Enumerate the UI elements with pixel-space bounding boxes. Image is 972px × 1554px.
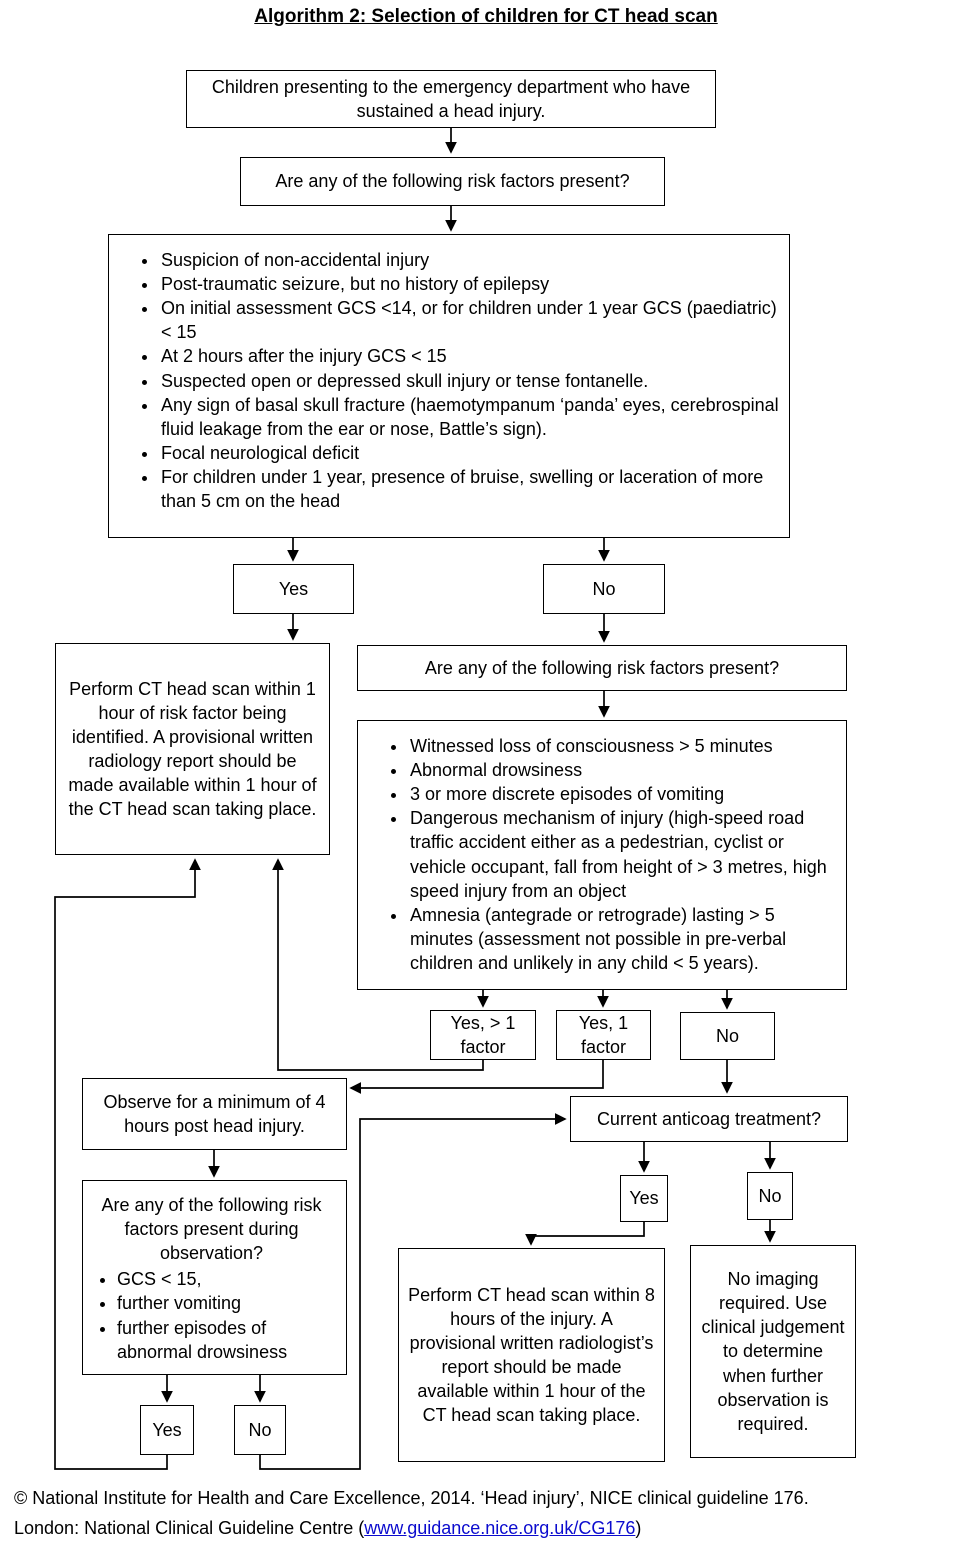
decision-no-observation-label: No [248, 1419, 272, 1440]
risk-factor-item: Suspected open or depressed skull injury… [159, 369, 781, 393]
risk-factor-item: Post-traumatic seizure, but no history o… [159, 272, 781, 296]
risk-factor-item: Any sign of basal skull fracture (haemot… [159, 393, 781, 441]
decision-yes-observation-label: Yes [152, 1419, 182, 1440]
decision-yes-1-factor-label: Yes, 1 factor [578, 1012, 629, 1057]
risk-factors-2-list: Witnessed loss of consciousness > 5 minu… [358, 734, 838, 975]
observation-factor-item: further vomiting [117, 1291, 340, 1315]
anticoag-question-text: Current anticoag treatment? [596, 1108, 822, 1129]
copyright-line-2: London: National Clinical Guideline Cent… [14, 1514, 960, 1544]
risk-factors-1-list: Suspicion of non-accidental injury Post-… [109, 248, 781, 513]
risk-factor-item: Suspicion of non-accidental injury [159, 248, 781, 272]
ct-within-1-hour-text: Perform CT head scan within 1 hour of ri… [68, 678, 317, 820]
node-risk-question-1-text: Are any of the following risk factors pr… [275, 171, 630, 192]
decision-yes-gt1-factor-label: Yes, > 1 factor [450, 1012, 516, 1057]
node-decision-yes-1: Yes [233, 564, 354, 614]
node-risk-question-2-text: Are any of the following risk factors pr… [424, 657, 780, 678]
observation-question-text: Are any of the following risk factors pr… [101, 1195, 322, 1264]
risk-factor-item: For children under 1 year, presence of b… [159, 465, 781, 513]
copyright-line-1: © National Institute for Health and Care… [14, 1488, 809, 1508]
node-anticoag-question: Current anticoag treatment? [570, 1096, 848, 1142]
node-decision-no-anticoag: No [747, 1172, 793, 1220]
node-decision-yes-1-factor: Yes, 1 factor [556, 1010, 651, 1060]
copyright-line-2-prefix: London: National Clinical Guideline Cent… [14, 1517, 365, 1538]
node-no-imaging: No imaging required. Use clinical judgem… [690, 1245, 856, 1458]
risk-factor-item: Abnormal drowsiness [408, 758, 838, 782]
decision-no-1-label: No [592, 578, 616, 599]
copyright-line-2-suffix: ) [635, 1517, 642, 1538]
decision-yes-anticoag-label: Yes [629, 1188, 659, 1209]
node-risk-question-1: Are any of the following risk factors pr… [240, 157, 665, 206]
node-risk-factors-1: Suspicion of non-accidental injury Post-… [108, 234, 790, 538]
risk-factor-item: Witnessed loss of consciousness > 5 minu… [408, 734, 838, 758]
risk-factor-item: Dangerous mechanism of injury (high-spee… [408, 806, 838, 902]
copyright-footer: © National Institute for Health and Care… [14, 1484, 960, 1543]
decision-yes-1-label: Yes [278, 578, 309, 599]
connector-anticoag-yes-to-ct8hr [525, 1222, 645, 1246]
risk-factor-item: 3 or more discrete episodes of vomiting [408, 782, 838, 806]
ct-within-8-hours-text: Perform CT head scan within 8 hours of t… [408, 1284, 655, 1426]
node-observation-question: Are any of the following risk factors pr… [82, 1180, 347, 1375]
page-title: Algorithm 2: Selection of children for C… [254, 6, 718, 27]
risk-factor-item: At 2 hours after the injury GCS < 15 [159, 344, 781, 368]
decision-no-2-label: No [715, 1025, 739, 1046]
guideline-link[interactable]: www.guidance.nice.org.uk/CG176 [364, 1517, 636, 1538]
node-observe-4-hours: Observe for a minimum of 4 hours post he… [82, 1078, 347, 1150]
node-presenting: Children presenting to the emergency dep… [186, 70, 716, 128]
connector-observation-yes-to-ct1hr [54, 858, 201, 1470]
observation-factors-list: GCS < 15, further vomiting further episo… [83, 1267, 340, 1363]
risk-factor-item: Focal neurological deficit [159, 441, 781, 465]
node-decision-yes-observation: Yes [140, 1405, 194, 1455]
node-ct-within-8-hours: Perform CT head scan within 8 hours of t… [398, 1248, 665, 1462]
no-imaging-text: No imaging required. Use clinical judgem… [701, 1269, 845, 1434]
decision-no-anticoag-label: No [758, 1185, 782, 1206]
node-decision-no-2: No [680, 1012, 775, 1060]
observation-factor-item: GCS < 15, [117, 1267, 340, 1291]
node-presenting-text: Children presenting to the emergency dep… [211, 76, 691, 121]
risk-factor-item: On initial assessment GCS <14, or for ch… [159, 296, 781, 344]
node-risk-question-2: Are any of the following risk factors pr… [357, 645, 847, 691]
node-decision-yes-gt1-factor: Yes, > 1 factor [430, 1010, 536, 1060]
observation-factor-item: further episodes of abnormal drowsiness [117, 1316, 340, 1364]
node-risk-factors-2: Witnessed loss of consciousness > 5 minu… [357, 720, 847, 990]
node-decision-no-1: No [543, 564, 665, 614]
node-ct-within-1-hour: Perform CT head scan within 1 hour of ri… [55, 643, 330, 855]
risk-factor-item: Amnesia (antegrade or retrograde) lastin… [408, 903, 838, 975]
observe-4-hours-text: Observe for a minimum of 4 hours post he… [103, 1091, 326, 1136]
node-decision-yes-anticoag: Yes [620, 1175, 668, 1222]
node-decision-no-observation: No [234, 1405, 286, 1455]
connector-yes-1factor-to-observe [349, 1060, 604, 1094]
